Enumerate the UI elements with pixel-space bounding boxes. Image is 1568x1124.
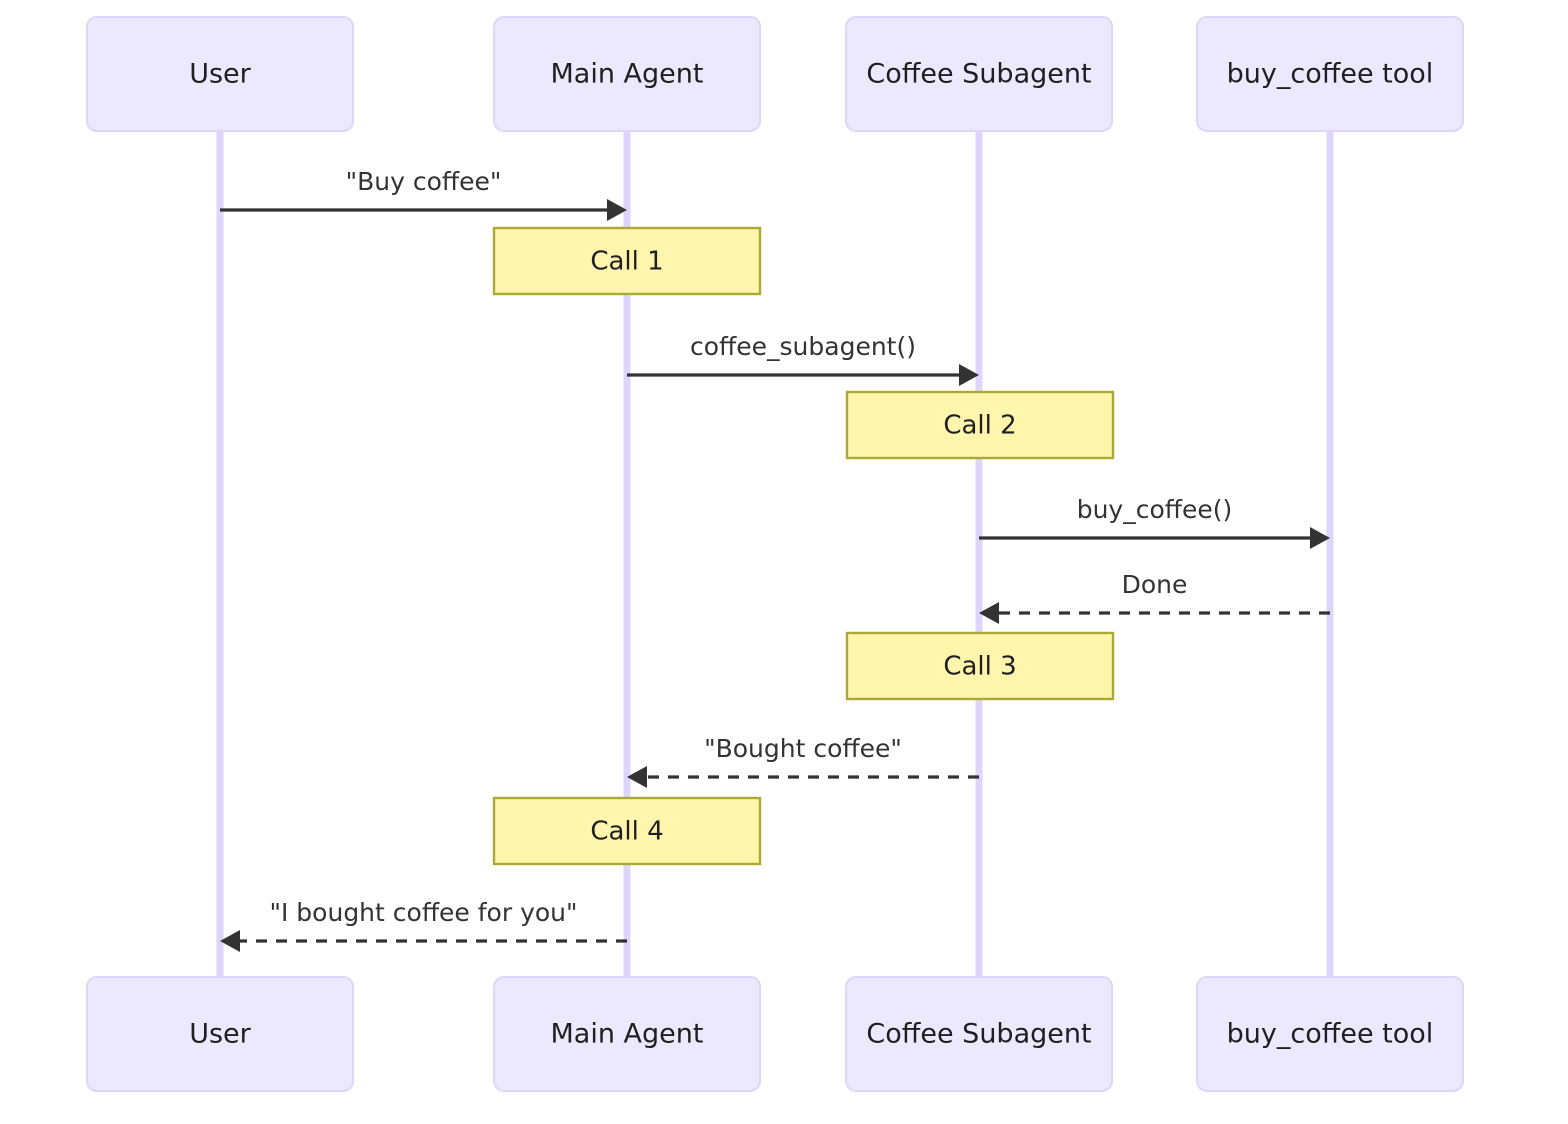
note-box-note-call-3[interactable] xyxy=(845,631,1115,701)
note-label-note-call-3: Call 3 xyxy=(943,652,1016,682)
note-box-note-call-1[interactable] xyxy=(492,226,762,296)
participant-box-user-bottom[interactable] xyxy=(86,976,354,1092)
message-label-msg-i-bought-coffee: "I bought coffee for you" xyxy=(269,898,577,927)
participant-label-coffee_subagent-bottom: Coffee Subagent xyxy=(866,1019,1091,1050)
note-box-note-call-4[interactable] xyxy=(492,796,762,866)
arrowhead-msg-i-bought-coffee xyxy=(220,930,240,952)
participant-label-user-top: User xyxy=(189,59,251,90)
note-label-note-call-1: Call 1 xyxy=(590,247,663,277)
arrowhead-msg-buy-coffee xyxy=(607,199,627,221)
participant-box-coffee_subagent-top[interactable] xyxy=(845,16,1113,132)
participant-box-buy_coffee_tool-bottom[interactable] xyxy=(1196,976,1464,1092)
participants-top-group: User Main Agent Coffee Subagent buy_coffee … xyxy=(86,16,1464,132)
note-label-note-call-2: Call 2 xyxy=(943,411,1016,441)
arrowhead-msg-done xyxy=(979,602,999,624)
message-label-msg-buy-coffee-call: buy_coffee() xyxy=(1077,495,1233,524)
arrowhead-msg-buy-coffee-call xyxy=(1310,527,1330,549)
messages-group: "Buy coffee" coffee_subagent() buy_coffee(… xyxy=(220,167,1330,952)
arrowhead-msg-bought-coffee xyxy=(627,766,647,788)
message-label-msg-bought-coffee: "Bought coffee" xyxy=(704,734,902,763)
message-label-msg-done: Done xyxy=(1122,570,1188,599)
note-box-note-call-2[interactable] xyxy=(845,390,1115,460)
participant-label-coffee_subagent-top: Coffee Subagent xyxy=(866,59,1091,90)
participants-bottom-group: User Main Agent Coffee Subagent buy_coffee … xyxy=(86,976,1464,1092)
message-label-msg-buy-coffee: "Buy coffee" xyxy=(346,167,502,196)
participant-label-main_agent-top: Main Agent xyxy=(551,59,704,90)
participant-box-coffee_subagent-bottom[interactable] xyxy=(845,976,1113,1092)
notes-group: Call 1 Call 2 Call 3 Call 4 xyxy=(492,226,1115,866)
participant-box-main_agent-top[interactable] xyxy=(493,16,761,132)
participant-label-main_agent-bottom: Main Agent xyxy=(551,1019,704,1050)
message-label-msg-coffee-subagent: coffee_subagent() xyxy=(690,332,916,361)
arrowhead-msg-coffee-subagent xyxy=(959,364,979,386)
participant-label-buy_coffee_tool-top: buy_coffee tool xyxy=(1227,59,1434,90)
participant-label-buy_coffee_tool-bottom: buy_coffee tool xyxy=(1227,1019,1434,1050)
participant-box-user-top[interactable] xyxy=(86,16,354,132)
note-label-note-call-4: Call 4 xyxy=(590,817,663,847)
participant-label-user-bottom: User xyxy=(189,1019,251,1050)
lifelines-group xyxy=(216,131,1334,977)
participant-box-main_agent-bottom[interactable] xyxy=(493,976,761,1092)
participant-box-buy_coffee_tool-top[interactable] xyxy=(1196,16,1464,132)
